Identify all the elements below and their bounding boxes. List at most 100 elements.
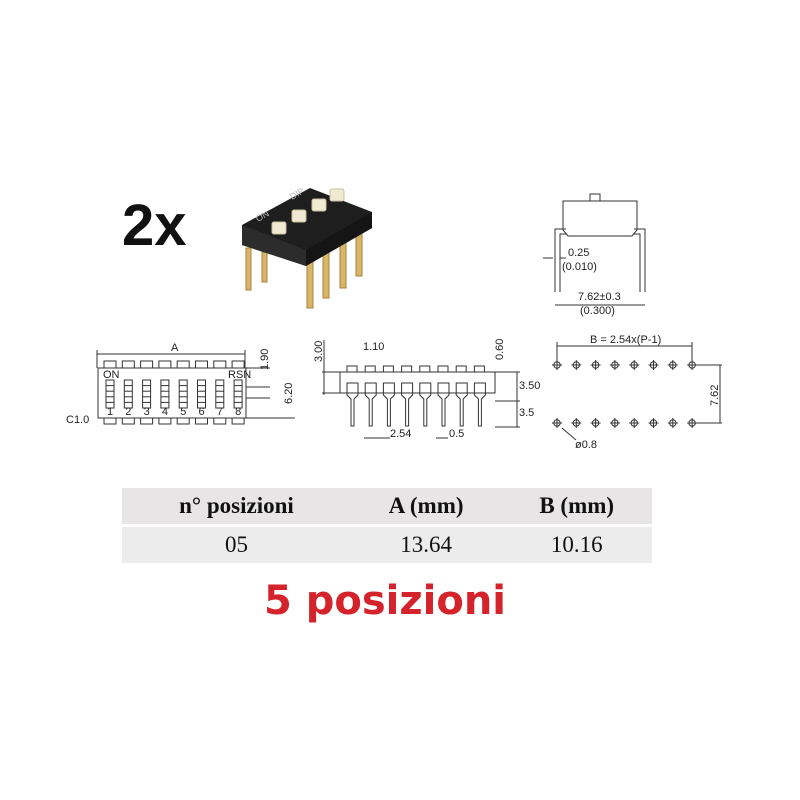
dim-pin-thickness-in: (0.010) <box>562 261 597 273</box>
front-tab <box>364 365 376 373</box>
switch-number: 7 <box>217 406 223 418</box>
front-pin <box>437 382 450 427</box>
top-tab <box>176 360 190 369</box>
dim-1-90: 1.90 <box>259 349 271 370</box>
front-tab <box>382 365 394 373</box>
bottom-tab <box>121 417 135 425</box>
hole-cross <box>667 360 678 370</box>
front-view-drawing: 3.00 1.10 0.60 3.50 3.5 2.54 0.5 <box>313 339 540 440</box>
cell-b: 10.16 <box>501 527 652 563</box>
side-view-drawing: 0.25 (0.010) 7.62±0.3 (0.300) <box>543 193 646 317</box>
top-tab <box>121 360 135 369</box>
hole-cross <box>609 418 620 428</box>
header-b: B (mm) <box>501 488 652 524</box>
front-pin <box>419 382 432 427</box>
bottom-tab <box>140 417 154 425</box>
dimensions-table: n° posizioni A (mm) B (mm) 05 13.64 10.1… <box>122 485 652 566</box>
hole-cross <box>687 418 698 428</box>
dim-a: A <box>171 342 179 354</box>
header-positions: n° posizioni <box>122 488 351 524</box>
front-pin <box>455 382 468 427</box>
hole-cross <box>609 360 620 370</box>
hole-cross <box>552 418 562 428</box>
front-tab <box>437 365 449 373</box>
switch-slot <box>178 379 188 409</box>
cell-positions: 05 <box>122 527 351 563</box>
switch-number: 3 <box>144 406 150 418</box>
hole-cross <box>571 360 582 370</box>
top-tab <box>231 360 245 369</box>
front-pin <box>346 382 359 427</box>
front-pin <box>364 382 377 427</box>
table-row: 05 13.64 10.16 <box>122 527 652 563</box>
front-pin <box>401 382 414 427</box>
front-tab <box>401 365 413 373</box>
hole-cross <box>648 360 659 370</box>
dip-switch-photo: ON DIP <box>242 186 372 309</box>
bottom-tab <box>231 417 245 425</box>
dim-2-54: 2.54 <box>390 428 411 440</box>
dim-3-5: 3.5 <box>519 407 534 419</box>
switch-number: 2 <box>125 406 131 418</box>
top-tab <box>195 360 208 369</box>
top-tab <box>140 360 154 369</box>
switch-slot <box>197 379 206 409</box>
hole-cross <box>571 418 582 428</box>
dim-6-20: 6.20 <box>283 383 295 404</box>
hole-cross <box>648 418 659 428</box>
top-tab <box>158 360 172 369</box>
cell-a: 13.64 <box>350 527 502 563</box>
rsn-label: RSN <box>228 369 251 381</box>
bottom-tab <box>158 417 172 425</box>
on-label: ON <box>103 369 120 381</box>
bottom-tab <box>213 417 227 425</box>
switch-number: 1 <box>107 406 113 418</box>
dim-0-5: 0.5 <box>449 428 464 440</box>
front-tab <box>473 365 485 373</box>
hole-cross <box>629 360 640 370</box>
front-pin <box>473 382 486 427</box>
switch-number: 4 <box>162 406 168 418</box>
switch-number: 5 <box>180 406 186 418</box>
switch-slot <box>215 379 225 409</box>
dim-0-60: 0.60 <box>494 339 506 360</box>
hole-cross <box>552 360 562 370</box>
hole-cross <box>590 418 601 428</box>
dim-pin-thickness: 0.25 <box>568 247 589 259</box>
dim-hole: ø0.8 <box>575 439 597 451</box>
front-tab <box>455 365 467 373</box>
switch-number: 6 <box>199 406 205 418</box>
switch-number: 8 <box>235 406 241 418</box>
top-tab <box>213 360 227 369</box>
switch-slot <box>105 379 115 409</box>
chamfer-label: C1.0 <box>66 414 89 426</box>
front-tab <box>419 365 431 373</box>
dim-3-00: 3.00 <box>313 341 325 362</box>
dim-row-spacing: 7.62±0.3 <box>578 291 621 303</box>
hole-cross <box>629 418 640 428</box>
bottom-tab <box>195 417 208 425</box>
dim-b-formula: B = 2.54x(P-1) <box>590 334 661 346</box>
front-tab <box>346 365 358 373</box>
hole-cross <box>687 360 698 370</box>
dim-7-62: 7.62 <box>709 385 721 406</box>
dim-1-10: 1.10 <box>363 341 384 353</box>
quantity-label: 2x <box>122 193 187 258</box>
dim-3-50: 3.50 <box>519 380 540 392</box>
switch-slot <box>233 379 243 409</box>
switch-slot <box>123 379 133 409</box>
top-tab <box>103 360 117 369</box>
switch-slot <box>160 379 170 409</box>
hole-cross <box>667 418 678 428</box>
switch-slot <box>142 379 152 409</box>
caption: 5 posizioni <box>263 578 507 624</box>
dim-row-spacing-in: (0.300) <box>580 305 615 317</box>
bottom-tab <box>103 417 117 425</box>
bottom-tab <box>176 417 190 425</box>
hole-cross <box>590 360 601 370</box>
front-pin <box>382 382 395 427</box>
footprint-drawing: B = 2.54x(P-1) 7.62 ø0.8 <box>552 334 722 451</box>
